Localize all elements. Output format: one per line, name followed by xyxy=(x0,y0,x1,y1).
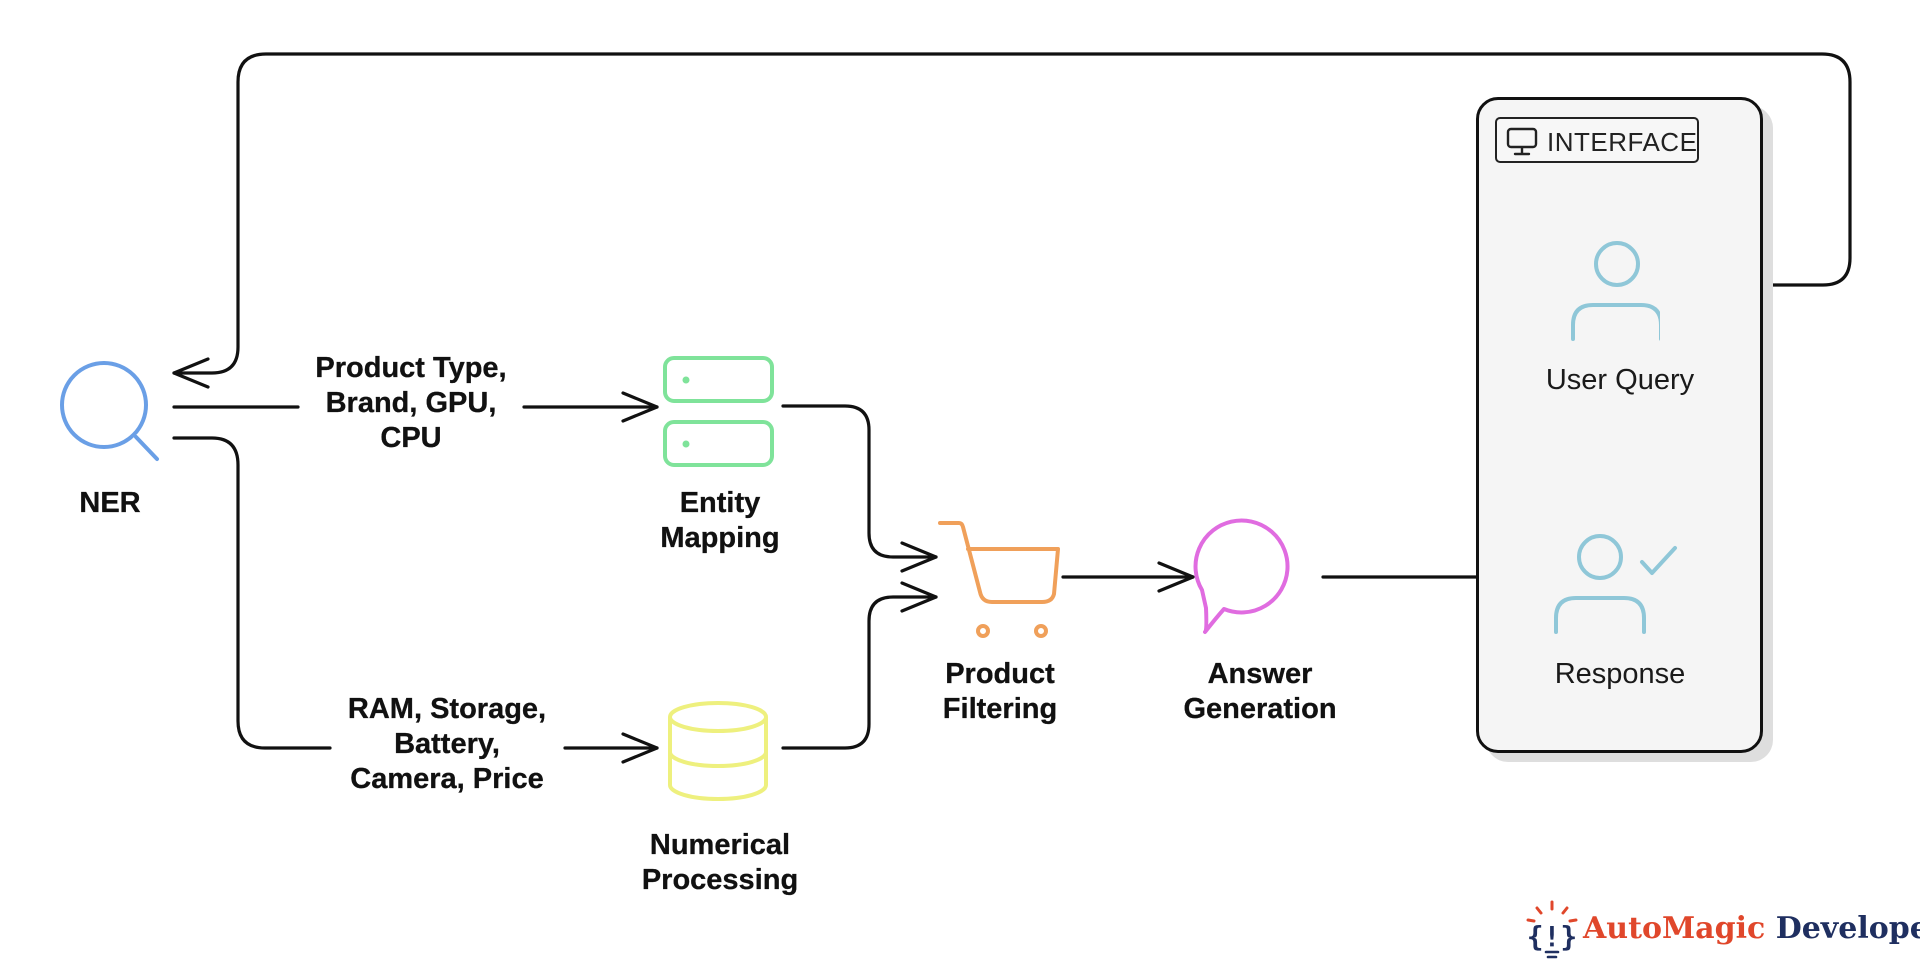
answer-generation-label-line: Answer xyxy=(1207,658,1313,690)
server-icon xyxy=(663,356,774,467)
categorical-label-line: CPU xyxy=(380,422,442,454)
entity-mapping-label-line: Mapping xyxy=(660,522,780,554)
categorical-label-line: Brand, GPU, xyxy=(325,387,497,419)
node-label-response: Response xyxy=(1520,657,1720,692)
brand-name: AutoMagic Developer xyxy=(1583,912,1920,946)
interface-panel xyxy=(1476,97,1763,753)
numerical-processing-label-line: Processing xyxy=(641,864,799,896)
brand-name-part1: AutoMagic xyxy=(1583,911,1766,946)
node-label-user-query: User Query xyxy=(1520,363,1720,398)
edge-numproc-to-filtering xyxy=(781,581,938,750)
node-label-answer-generation: Answer Generation xyxy=(1155,657,1365,727)
node-label-entity-mapping: Entity Mapping xyxy=(640,486,800,556)
numerical-label-line: Battery, xyxy=(394,728,500,760)
edge-ner-to-numerical-label xyxy=(172,436,332,750)
brand-name-part2: Developer xyxy=(1775,911,1920,946)
numerical-label-line: RAM, Storage, xyxy=(347,693,547,725)
search-icon xyxy=(60,361,159,461)
node-label-product-filtering: Product Filtering xyxy=(920,657,1080,727)
chat-bubble-icon xyxy=(1193,518,1290,634)
lightbulb-braces-icon: {!} xyxy=(1526,900,1578,959)
shopping-cart-icon xyxy=(938,521,1060,638)
categorical-label-line: Product Type, xyxy=(315,352,507,384)
edge-query-to-ner xyxy=(172,52,1852,389)
ner-label-line: NER xyxy=(79,487,141,519)
product-filtering-label-line: Filtering xyxy=(942,693,1058,725)
edge-entity-to-filtering xyxy=(781,404,938,573)
interface-tag-label: INTERFACE xyxy=(1547,127,1698,157)
edge-label-numerical: RAM, Storage, Battery, Camera, Price xyxy=(332,692,562,797)
user-icon xyxy=(1571,241,1660,341)
user-check-icon xyxy=(1554,534,1677,634)
product-filtering-label-line: Product xyxy=(945,658,1055,690)
user-query-label-line: User Query xyxy=(1545,364,1695,396)
response-label-line: Response xyxy=(1554,658,1686,690)
answer-generation-label-line: Generation xyxy=(1183,693,1337,725)
edge-label-categorical: Product Type, Brand, GPU, CPU xyxy=(300,351,522,456)
entity-mapping-label-line: Entity xyxy=(679,487,761,519)
node-label-numerical-processing: Numerical Processing xyxy=(618,828,822,898)
numerical-processing-label-line: Numerical xyxy=(649,829,791,861)
monitor-icon xyxy=(1506,127,1538,156)
numerical-label-line: Camera, Price xyxy=(350,763,544,795)
svg-text:{!}: {!} xyxy=(1527,920,1578,953)
node-label-ner: NER xyxy=(62,486,158,521)
interface-tag: INTERFACE xyxy=(1495,117,1699,163)
database-icon xyxy=(668,701,768,801)
